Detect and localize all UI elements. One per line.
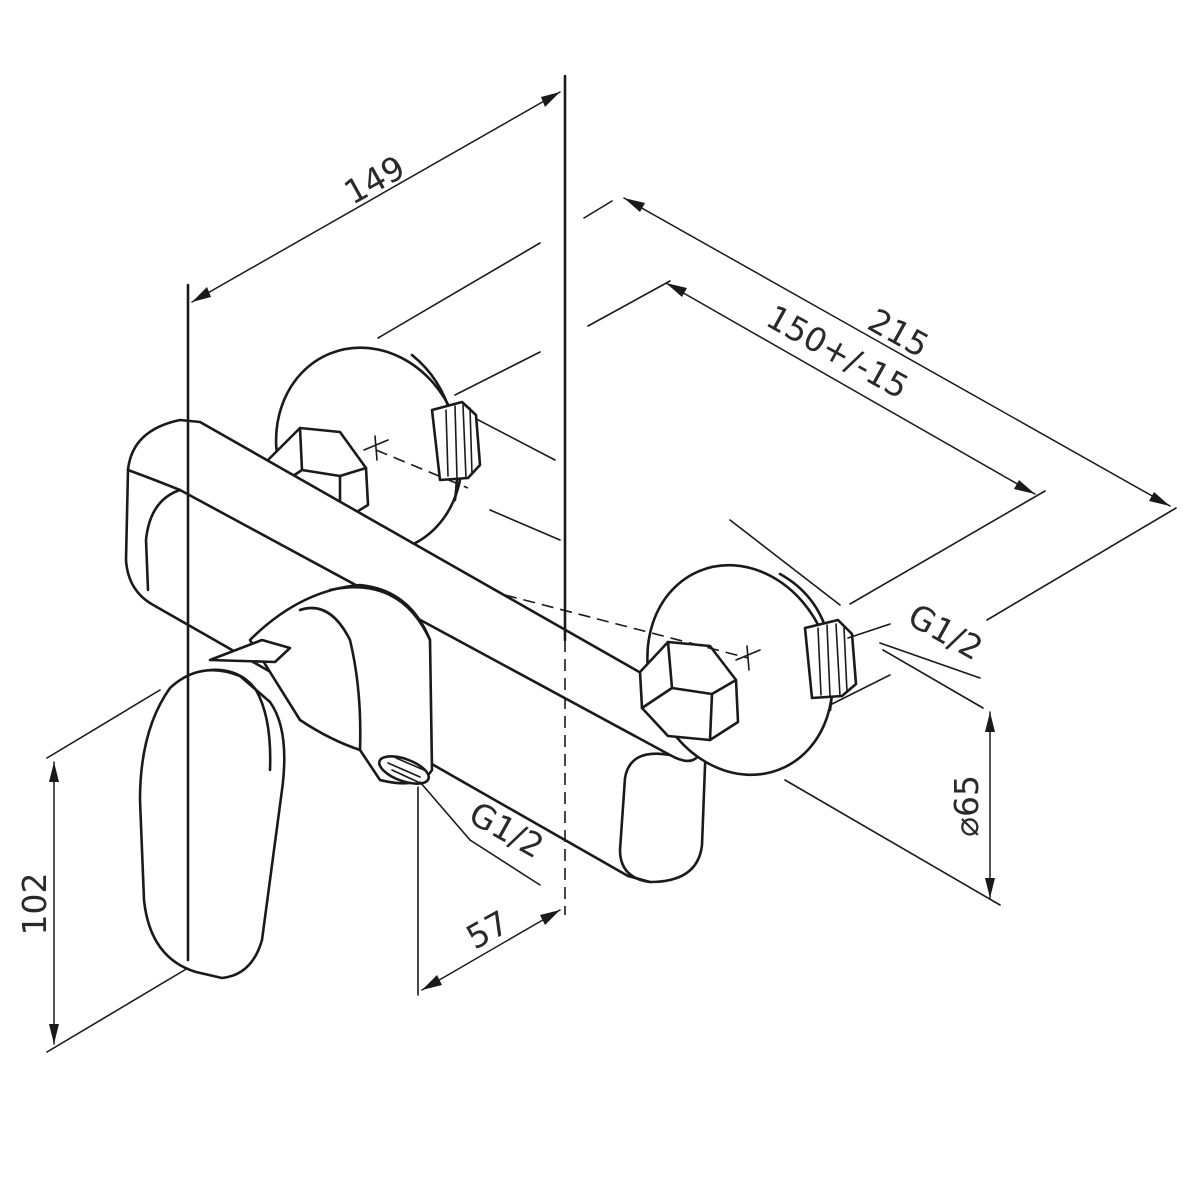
extension-lines: [46, 200, 1177, 1053]
dimension-lines: [49, 91, 1171, 1045]
dim-57-label: 57: [460, 903, 516, 957]
diameter-label: ⌀65: [947, 775, 986, 837]
left-wall-flange: [266, 346, 482, 554]
reference-lines: [186, 74, 567, 962]
right-wall-flange: [504, 563, 858, 777]
cartridge-housing: [248, 583, 434, 785]
dim-102-label: 102: [15, 873, 54, 936]
thread-side-label: G1/2: [902, 596, 990, 668]
dim-149-label: 149: [337, 148, 411, 213]
lever-handle: [138, 638, 292, 980]
